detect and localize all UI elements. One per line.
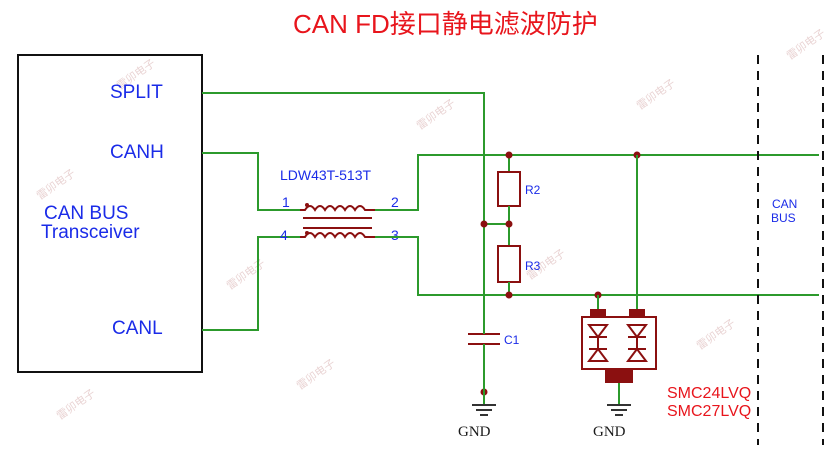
ground-symbol-left bbox=[472, 404, 496, 416]
schematic-title: CAN FD接口静电滤波防护 bbox=[293, 9, 598, 39]
pin-label-canh: CANH bbox=[110, 142, 164, 163]
resistor-r2-label: R2 bbox=[525, 183, 541, 197]
choke-pin-4: 4 bbox=[280, 227, 288, 243]
transceiver-label-line2: Transceiver bbox=[41, 222, 140, 243]
choke-part-number: LDW43T-513T bbox=[280, 167, 371, 183]
wire-canl-in bbox=[202, 236, 300, 331]
pin-label-canl: CANL bbox=[112, 318, 163, 339]
junction-dot bbox=[505, 151, 513, 159]
ground-label-left: GND bbox=[458, 424, 491, 440]
resistor-r2 bbox=[497, 171, 521, 207]
wire-canl-bus bbox=[375, 236, 819, 296]
watermark: 雷卯电子 bbox=[294, 357, 337, 393]
wire-canh-in bbox=[202, 152, 300, 211]
watermark: 雷卯电子 bbox=[694, 317, 737, 353]
junction-dot bbox=[505, 291, 513, 299]
common-mode-choke bbox=[300, 203, 375, 239]
tvs-part-number-2: SMC27LVQ bbox=[667, 403, 751, 420]
tvs-diode-array bbox=[581, 155, 657, 405]
resistor-r3 bbox=[497, 245, 521, 283]
pin-label-split: SPLIT bbox=[110, 82, 163, 103]
junction-dot bbox=[480, 220, 488, 228]
choke-pin-3: 3 bbox=[391, 227, 399, 243]
ground-symbol-right bbox=[607, 404, 631, 416]
capacitor-c1 bbox=[468, 320, 500, 405]
watermark: 雷卯电子 bbox=[224, 257, 267, 293]
watermark: 雷卯电子 bbox=[634, 77, 677, 113]
choke-pin-1: 1 bbox=[282, 194, 290, 210]
watermark: 雷卯电子 bbox=[34, 167, 77, 203]
watermark: 雷卯电子 bbox=[414, 97, 457, 133]
watermark: 雷卯电子 bbox=[784, 27, 827, 63]
capacitor-c1-label: C1 bbox=[504, 333, 520, 347]
bus-label-line2: BUS bbox=[771, 211, 796, 225]
bus-label-line1: CAN bbox=[772, 197, 797, 211]
watermark: 雷卯电子 bbox=[54, 387, 97, 423]
junction-dot bbox=[505, 220, 513, 228]
choke-pin-2: 2 bbox=[391, 194, 399, 210]
resistor-r3-label: R3 bbox=[525, 259, 541, 273]
wire-split bbox=[202, 92, 485, 320]
transceiver-label-line1: CAN BUS bbox=[44, 203, 128, 224]
transceiver-block bbox=[17, 54, 203, 373]
tvs-part-number-1: SMC24LVQ bbox=[667, 385, 751, 402]
ground-label-right: GND bbox=[593, 424, 626, 440]
wire-canh-bus bbox=[375, 154, 819, 211]
